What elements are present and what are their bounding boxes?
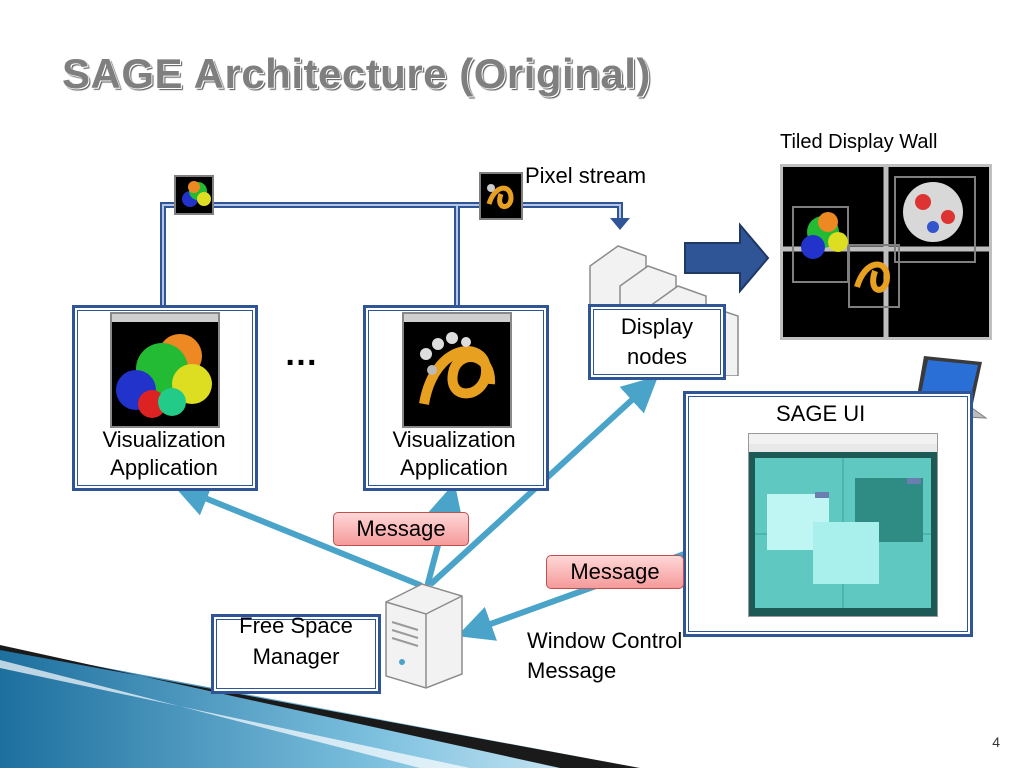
- message-pill-1: Message: [333, 512, 469, 546]
- stream-thumbnail-molecule: [174, 175, 214, 215]
- visualization-screenshot-molecule: [110, 312, 220, 428]
- message-pill-2: Message: [546, 555, 684, 589]
- free-space-manager-label: Free Space Manager: [239, 613, 353, 669]
- sage-ui-screenshot: [748, 433, 938, 617]
- visualization-application-label-2: Visualization Application: [392, 427, 516, 480]
- tiled-display-wall-label: Tiled Display Wall: [780, 131, 938, 153]
- slide-title: SAGE Architecture (Original): [62, 50, 651, 97]
- sage-ui-label: SAGE UI: [776, 401, 866, 426]
- free-space-manager-box: [211, 614, 381, 694]
- page-number: 4: [992, 734, 1000, 750]
- pixel-stream-label: Pixel stream: [525, 163, 647, 188]
- visualization-screenshot-protein: [402, 312, 512, 428]
- manager-server-icon: [385, 583, 463, 689]
- display-nodes-label: Display nodes: [620, 314, 694, 369]
- tiled-display-wall: [780, 164, 992, 340]
- ellipsis-label: …: [284, 335, 318, 373]
- display-nodes-box: [588, 304, 726, 380]
- visualization-application-label-1: Visualization Application: [102, 427, 226, 480]
- window-control-message-label: Window Control Message: [527, 628, 683, 683]
- stream-thumbnail-protein: [479, 172, 523, 220]
